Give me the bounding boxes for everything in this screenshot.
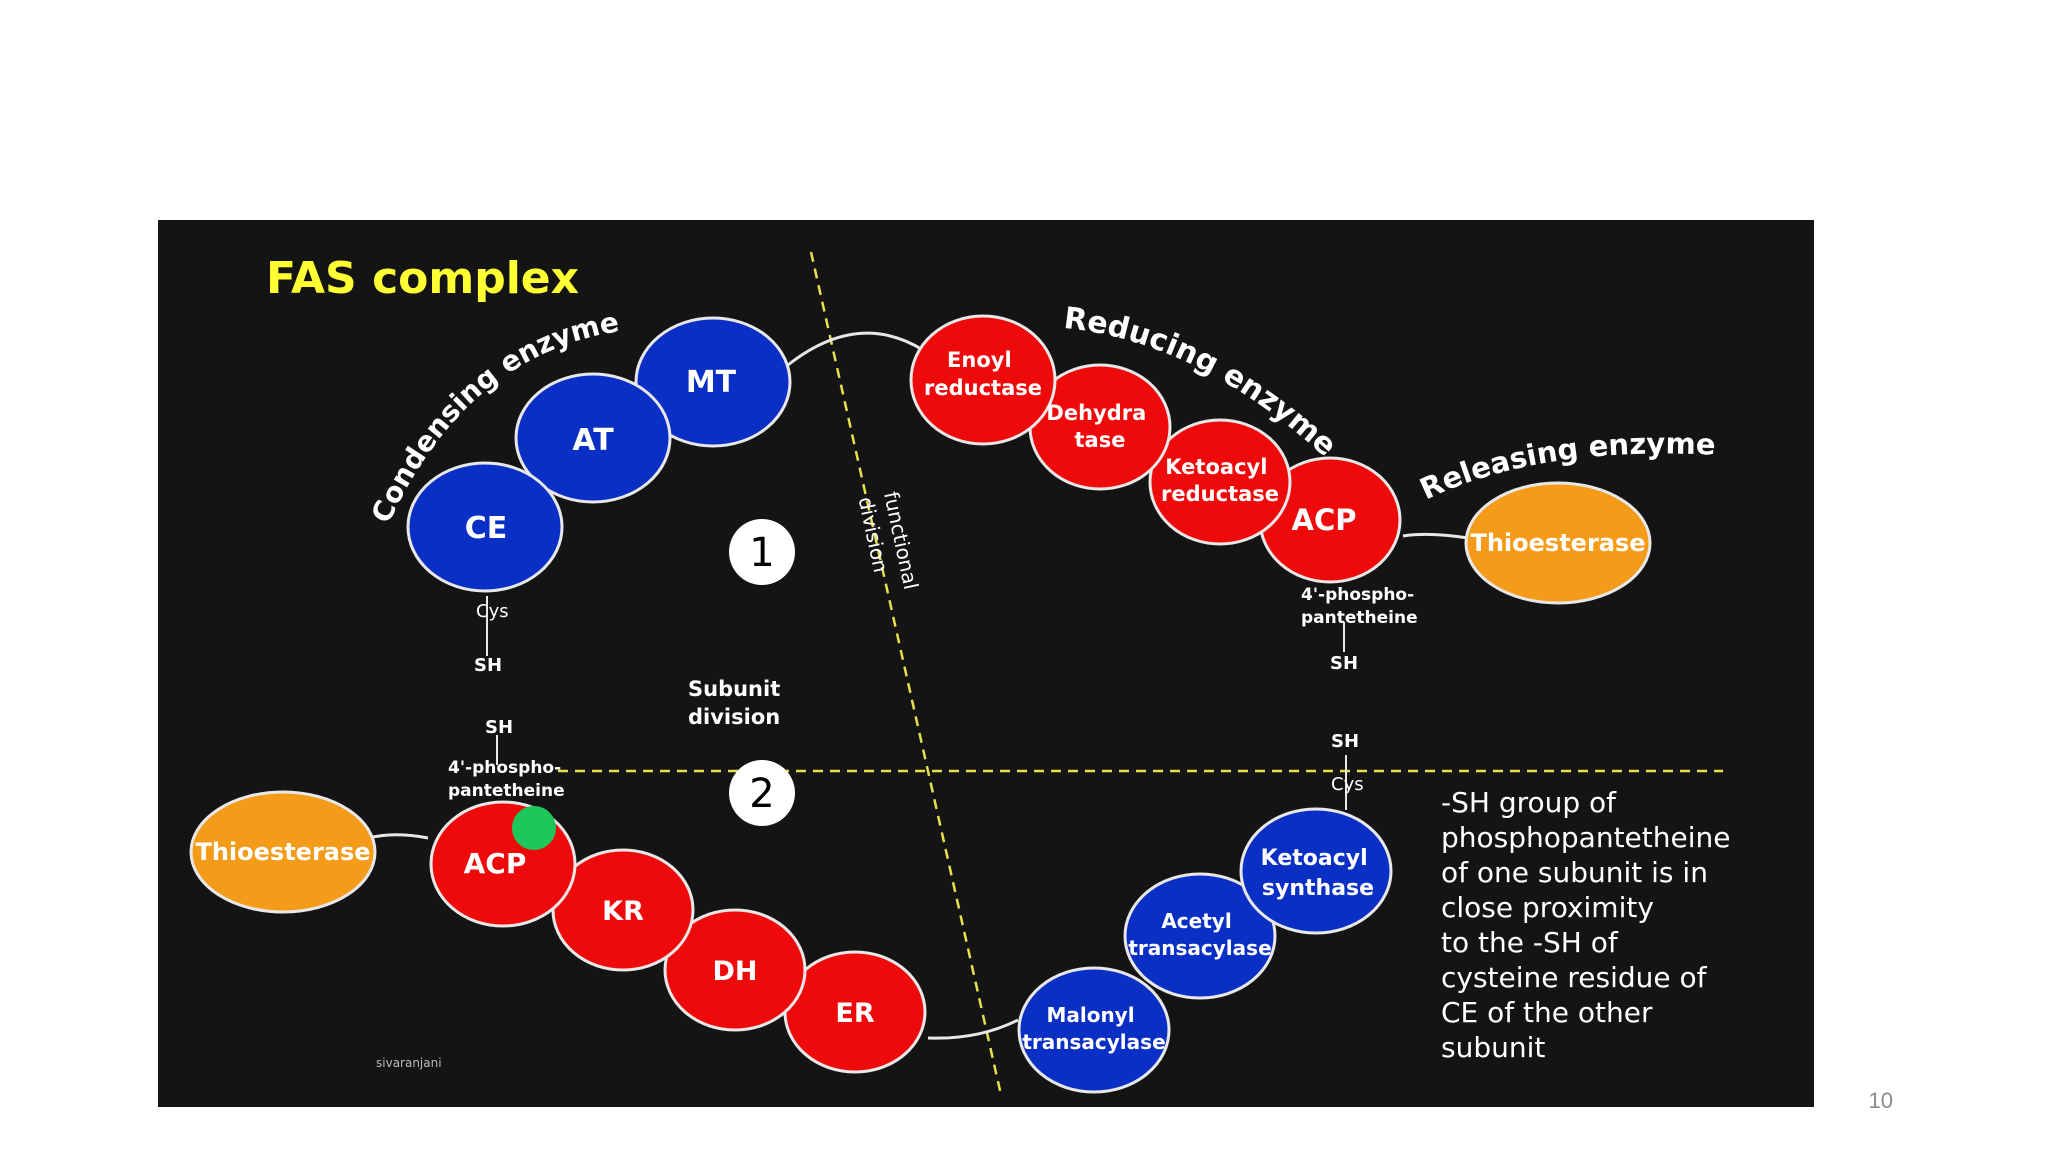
enoyl-reductase-label: Enoyl reductase bbox=[924, 348, 1042, 400]
malonyl-transacylase-domain bbox=[1017, 966, 1171, 1094]
link-er-malonyl bbox=[927, 1018, 1019, 1040]
ketoacyl-synthase-domain bbox=[1239, 807, 1393, 935]
phospho-label-bottom: 4'-phospho- pantetheine bbox=[448, 758, 567, 801]
dehydratase-label: Dehydra tase bbox=[1046, 401, 1153, 452]
link-acp-thioesterase-top bbox=[1402, 532, 1469, 540]
fas-complex-diagram: FAS complex MT AT CE Condensing enzyme E… bbox=[158, 220, 1814, 1107]
ketoacyl-reductase-domain bbox=[1148, 418, 1292, 546]
thioesterase-domain-top bbox=[1464, 481, 1652, 605]
subunit-division-label: Subunit division bbox=[688, 677, 788, 729]
dh-label: DH bbox=[712, 956, 757, 987]
ketoacyl-synthase-label: Ketoacyl synthase bbox=[1261, 846, 1376, 901]
condensing-enzyme-2: Malonyl transacylase Acetyl transacylase… bbox=[1017, 807, 1393, 1094]
ce-domain bbox=[406, 461, 564, 593]
cys-label-bottom: Cys bbox=[1331, 774, 1364, 795]
explanatory-note: -SH group of phosphopantetheine of one s… bbox=[1441, 786, 1739, 1064]
link-mt-enoyl bbox=[787, 331, 924, 367]
green-dot-marker bbox=[512, 806, 556, 850]
subunit-2-marker-label: 2 bbox=[749, 771, 774, 817]
thioesterase-domain-bottom bbox=[189, 790, 377, 914]
acp-label-top: ACP bbox=[1292, 503, 1357, 537]
sh-label-bottom-left: SH bbox=[485, 717, 513, 738]
at-label: AT bbox=[572, 423, 614, 458]
subunit-1-marker bbox=[729, 519, 795, 585]
phospho-label-top: 4'-phospho- pantetheine bbox=[1301, 585, 1420, 628]
dh-domain bbox=[663, 908, 807, 1032]
diagram-title: FAS complex bbox=[266, 253, 579, 304]
reducing-enzyme-1: Enoyl reductase Dehydra tase Ketoacyl re… bbox=[909, 314, 1402, 584]
author-credit: sivaranjani bbox=[376, 1056, 442, 1070]
enoyl-reductase-domain bbox=[909, 314, 1057, 446]
thioesterase-label-bottom: Thioesterase bbox=[195, 838, 370, 866]
mt-label: MT bbox=[686, 365, 737, 400]
phospho-sh-top: SH bbox=[1330, 653, 1358, 674]
ce-label: CE bbox=[465, 511, 508, 546]
mt-domain bbox=[634, 316, 792, 448]
cys-sh-top: SH bbox=[474, 655, 502, 676]
kr-label: KR bbox=[602, 896, 644, 927]
er-label: ER bbox=[835, 998, 874, 1029]
ketoacyl-reductase-label: Ketoacyl reductase bbox=[1161, 455, 1279, 506]
link-thioesterase-acp-bottom bbox=[372, 833, 429, 840]
cys-label-top: Cys bbox=[476, 601, 509, 622]
acp-label-bottom: ACP bbox=[464, 847, 527, 880]
subunit-1-marker-label: 1 bbox=[749, 530, 774, 576]
cys-sh-bottom: SH bbox=[1331, 731, 1359, 752]
acetyl-transacylase-label: Acetyl transacylase bbox=[1128, 909, 1271, 960]
thioesterase-label-top: Thioesterase bbox=[1470, 529, 1645, 557]
acetyl-transacylase-domain bbox=[1123, 872, 1277, 1000]
condensing-enzyme-1: MT AT CE bbox=[406, 316, 792, 593]
malonyl-transacylase-label: Malonyl transacylase bbox=[1022, 1003, 1165, 1054]
at-domain bbox=[514, 372, 672, 504]
functional-division-line bbox=[809, 251, 1003, 1096]
page-number: 10 bbox=[1868, 1088, 1893, 1113]
subunit-2-marker bbox=[729, 760, 795, 826]
